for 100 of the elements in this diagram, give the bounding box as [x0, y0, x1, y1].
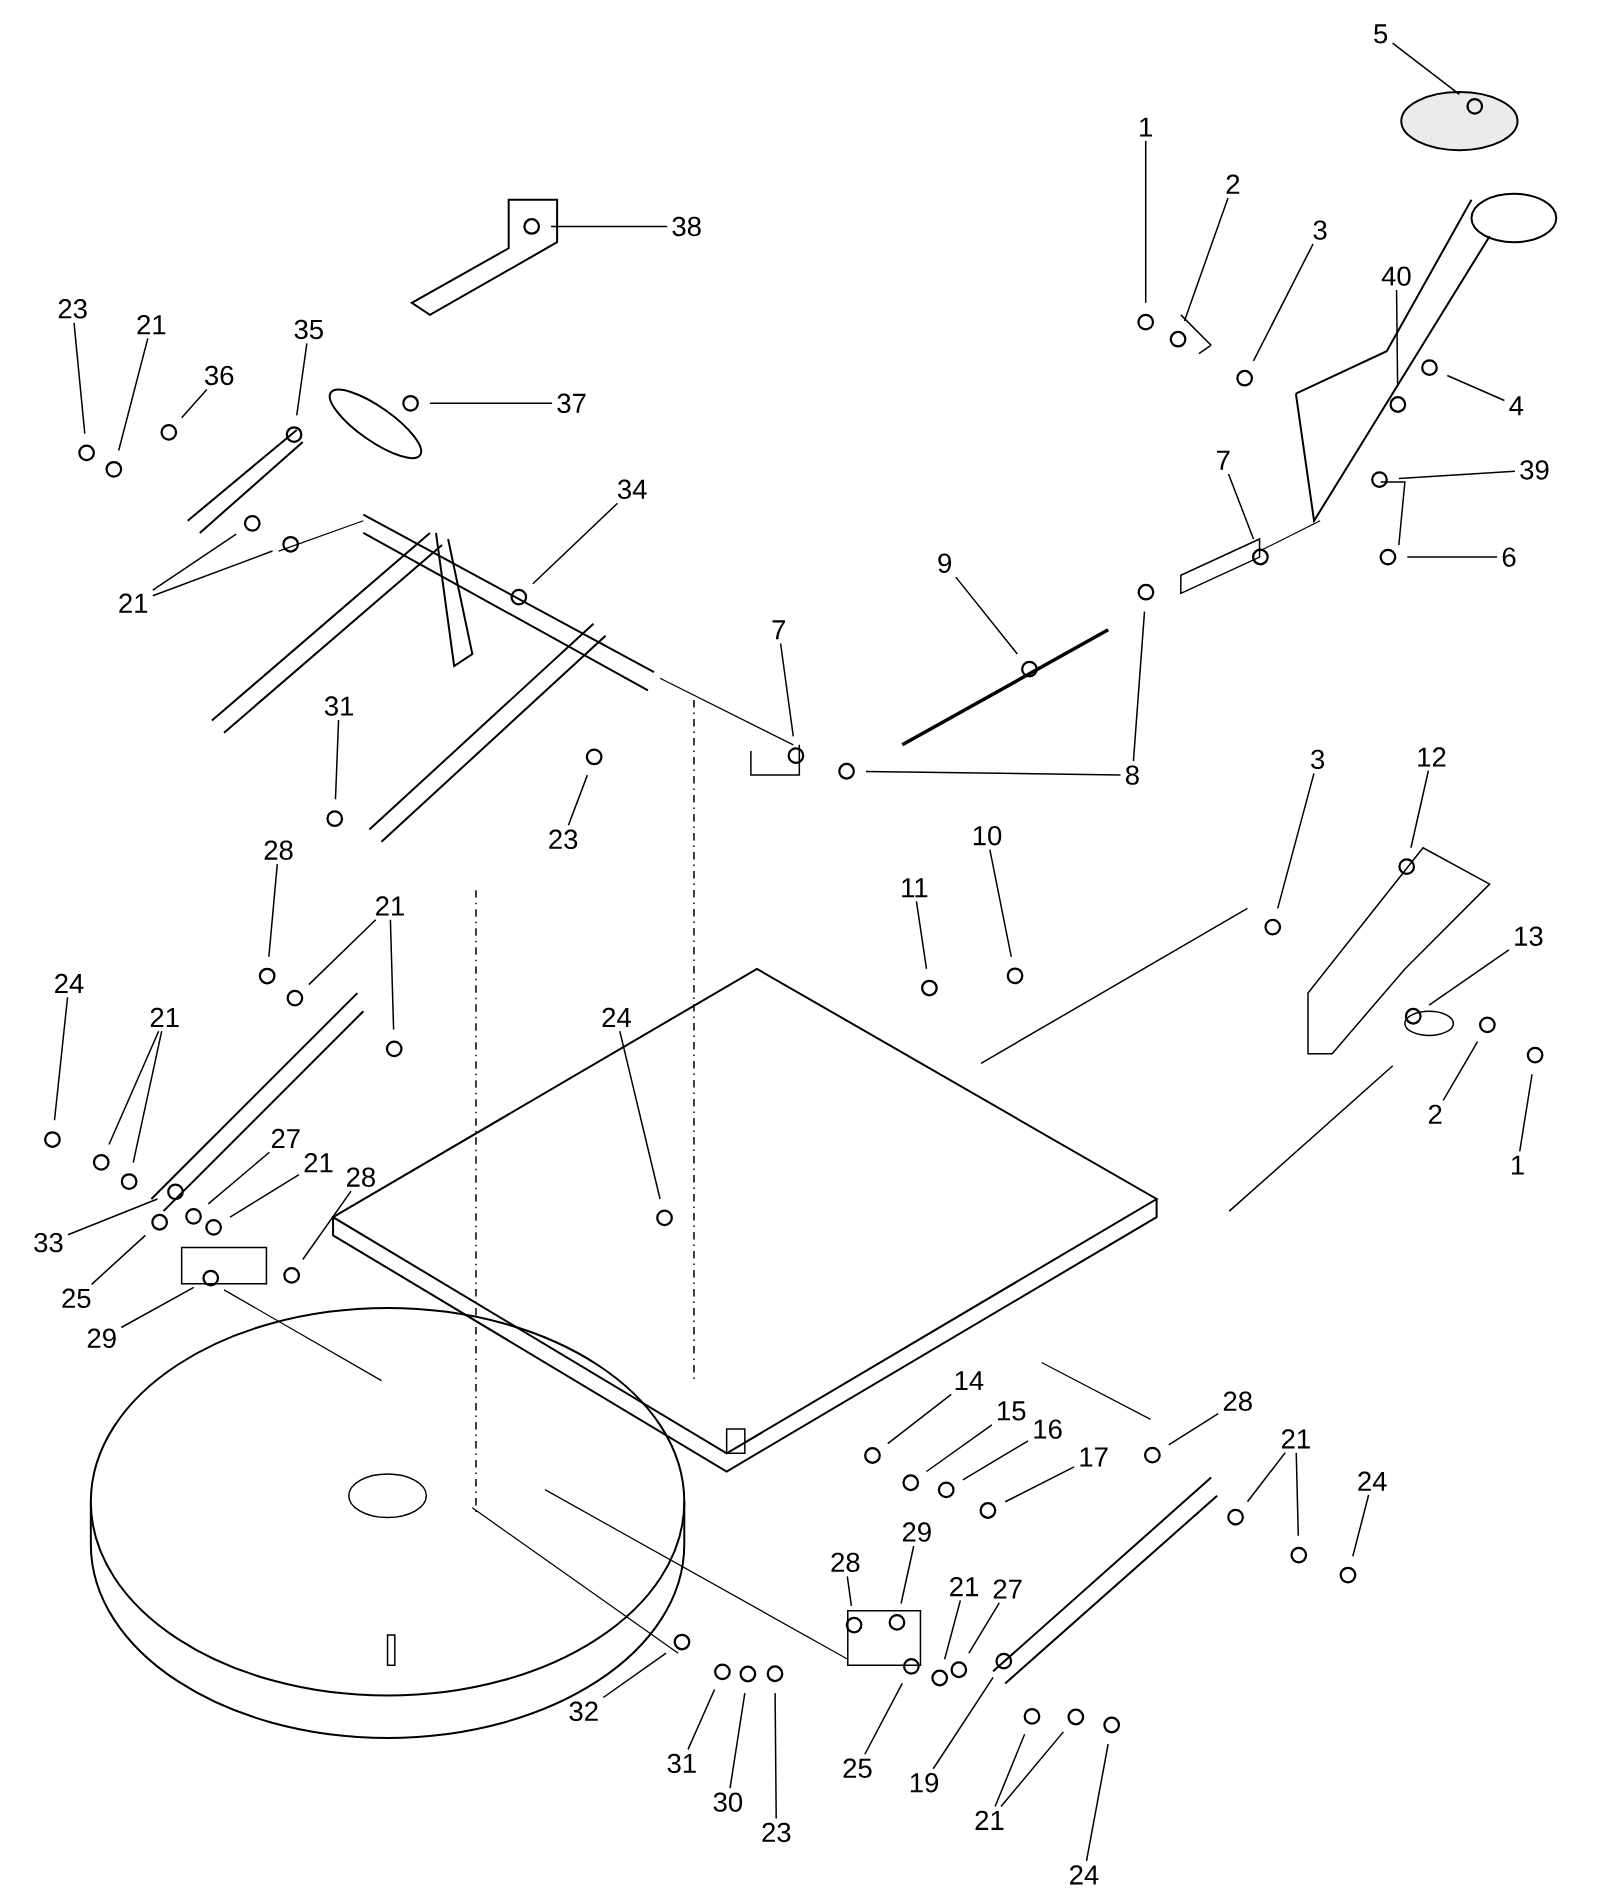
- leader-line: [955, 576, 1019, 655]
- callout-number: 40: [1381, 266, 1411, 286]
- leader-line: [774, 1692, 777, 1820]
- leader-line: [1183, 197, 1229, 322]
- leader-line: [152, 533, 237, 591]
- callout-number: 37: [557, 393, 586, 414]
- leader-line: [619, 1030, 661, 1200]
- callout-number: 34: [618, 479, 647, 500]
- leader-line: [1410, 770, 1430, 849]
- leader-line: [118, 337, 149, 452]
- leader-line: [1295, 1451, 1300, 1537]
- leader-line: [687, 1688, 716, 1751]
- leader-line: [532, 502, 619, 585]
- callout-number: 15: [998, 1401, 1026, 1421]
- leader-line: [53, 996, 69, 1122]
- leader-line: [1395, 289, 1399, 386]
- callout-number: 39: [1520, 460, 1549, 480]
- leader-line: [302, 1190, 352, 1261]
- callout-number: 25: [62, 1288, 91, 1309]
- callout-number: 7: [772, 620, 786, 640]
- callout-number: 21: [376, 896, 404, 916]
- callout-number: 31: [667, 1753, 696, 1774]
- leader-line: [1442, 1040, 1479, 1102]
- leader-line: [429, 402, 553, 405]
- callout-number: 36: [205, 365, 234, 386]
- leader-line: [915, 900, 928, 970]
- leader-line: [132, 1030, 163, 1164]
- callout-number: 21: [1282, 1429, 1310, 1449]
- callout-number: 5: [1374, 24, 1388, 44]
- leader-line: [729, 1692, 746, 1789]
- leader-line: [1406, 556, 1498, 558]
- leader-line: [968, 1602, 1001, 1654]
- leader-line: [389, 919, 395, 1031]
- leader-line: [1252, 243, 1314, 362]
- callout-number: 28: [264, 840, 293, 860]
- leader-line: [864, 1682, 904, 1755]
- leader-line: [152, 550, 274, 597]
- callout-number: 14: [955, 1371, 984, 1391]
- leader-line: [90, 1234, 147, 1286]
- callout-number: 24: [602, 1007, 631, 1027]
- callout-number: 2: [1226, 174, 1240, 194]
- leader-line: [1004, 1466, 1075, 1503]
- callout-number: 25: [843, 1758, 872, 1778]
- leader-line: [73, 322, 86, 435]
- leader-line: [900, 1545, 915, 1605]
- leader-line: [887, 1393, 953, 1445]
- callout-number: 4: [1509, 396, 1524, 416]
- leader-line: [1519, 1073, 1533, 1153]
- callout-number: 28: [347, 1167, 376, 1187]
- callout-number: 2: [1428, 1104, 1442, 1124]
- leader-line: [268, 863, 279, 958]
- leader-line: [1085, 1743, 1109, 1862]
- leader-line: [989, 848, 1013, 958]
- callout-number: 27: [993, 1579, 1022, 1599]
- callout-number: 21: [975, 1810, 1004, 1830]
- leader-line: [1168, 1412, 1220, 1446]
- callout-number: 13: [1515, 926, 1543, 946]
- leader-line: [207, 1151, 271, 1205]
- callout-number: 32: [569, 1701, 598, 1722]
- callout-number: 19: [910, 1773, 939, 1793]
- callout-number: 24: [1070, 1865, 1099, 1885]
- callout-number: 31: [324, 696, 354, 716]
- leader-line: [944, 1599, 962, 1660]
- leader-line: [67, 1198, 159, 1236]
- leader-line: [1145, 140, 1147, 304]
- leader-line: [567, 774, 589, 827]
- leader-line: [1132, 610, 1146, 762]
- callout-number: 3: [1311, 749, 1325, 770]
- callout-number: 35: [294, 319, 323, 340]
- leader-line: [108, 1030, 160, 1146]
- callout-number: 38: [672, 216, 701, 237]
- callout-number: 23: [549, 829, 578, 850]
- callout-number: 3: [1313, 220, 1327, 240]
- callout-number: 23: [762, 1822, 791, 1843]
- leader-line: [334, 719, 340, 801]
- callout-number: 7: [1217, 450, 1230, 470]
- callout-number: 29: [902, 1522, 931, 1542]
- leader-line: [1352, 1494, 1370, 1558]
- callout-number: 23: [58, 299, 87, 319]
- leader-line: [296, 342, 308, 417]
- callout-number: 29: [87, 1328, 116, 1348]
- leader-line: [1428, 949, 1510, 1006]
- leader-line: [865, 770, 1122, 776]
- callout-number: 1: [1140, 117, 1153, 137]
- callout-number: 6: [1502, 547, 1516, 567]
- leader-line: [932, 1676, 994, 1770]
- callout-number: 17: [1080, 1447, 1108, 1467]
- callout-number: 12: [1418, 747, 1446, 767]
- leader-line: [1227, 473, 1255, 540]
- callout-number: 16: [1034, 1419, 1062, 1439]
- leader-line: [1391, 42, 1461, 96]
- leader-line: [1277, 772, 1315, 910]
- leader-line: [994, 1733, 1026, 1808]
- callout-number: 33: [34, 1232, 63, 1253]
- callout-number: 24: [1358, 1471, 1387, 1491]
- callout-number: 21: [137, 315, 166, 335]
- callout-number: 28: [1223, 1391, 1252, 1411]
- callout-number: 27: [271, 1128, 300, 1149]
- callout-number: 28: [831, 1552, 860, 1573]
- leader-line: [1000, 1731, 1065, 1808]
